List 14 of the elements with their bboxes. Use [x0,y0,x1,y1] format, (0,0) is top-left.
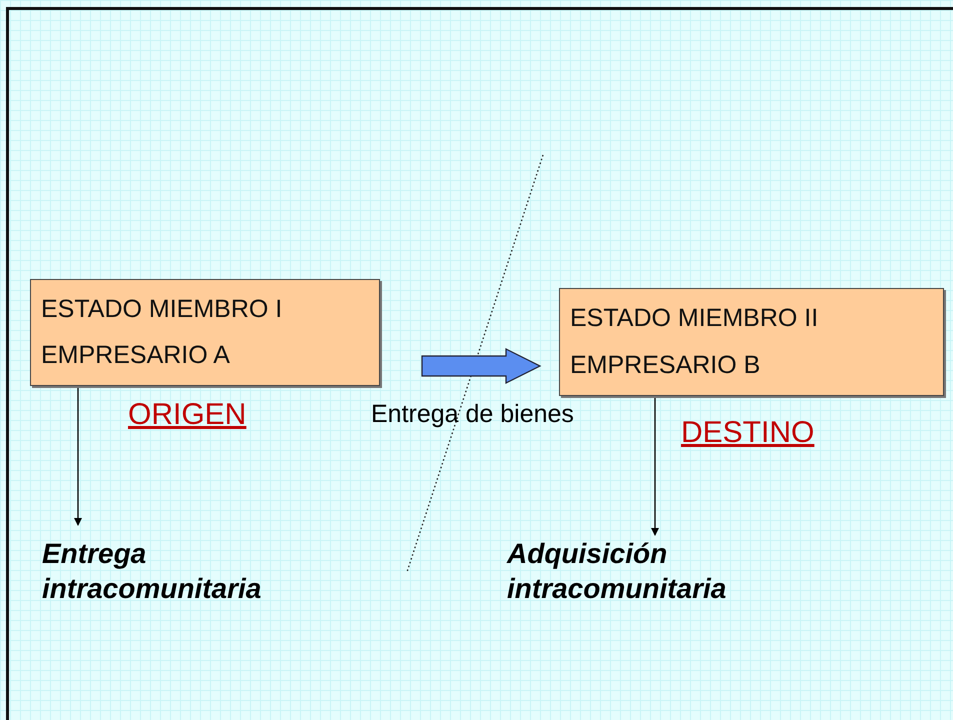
box-text: ESTADO MIEMBRO II [570,304,820,333]
term-label: Entrega intracomunitaria [42,536,372,606]
role-label: ORIGEN [128,398,246,432]
process-box [559,288,944,396]
arrow [74,386,82,526]
box-text: ESTADO MIEMBRO I [41,294,284,324]
box-text: EMPRESARIO B [570,351,762,380]
block-arrow [421,348,542,384]
edge-label: Entrega de bienes [371,400,574,429]
box-text: EMPRESARIO A [41,341,231,370]
role-label: DESTINO [681,416,814,450]
arrow [651,396,659,536]
process-box [30,279,380,386]
term-label: Adquisición intracomunitaria [507,536,837,606]
